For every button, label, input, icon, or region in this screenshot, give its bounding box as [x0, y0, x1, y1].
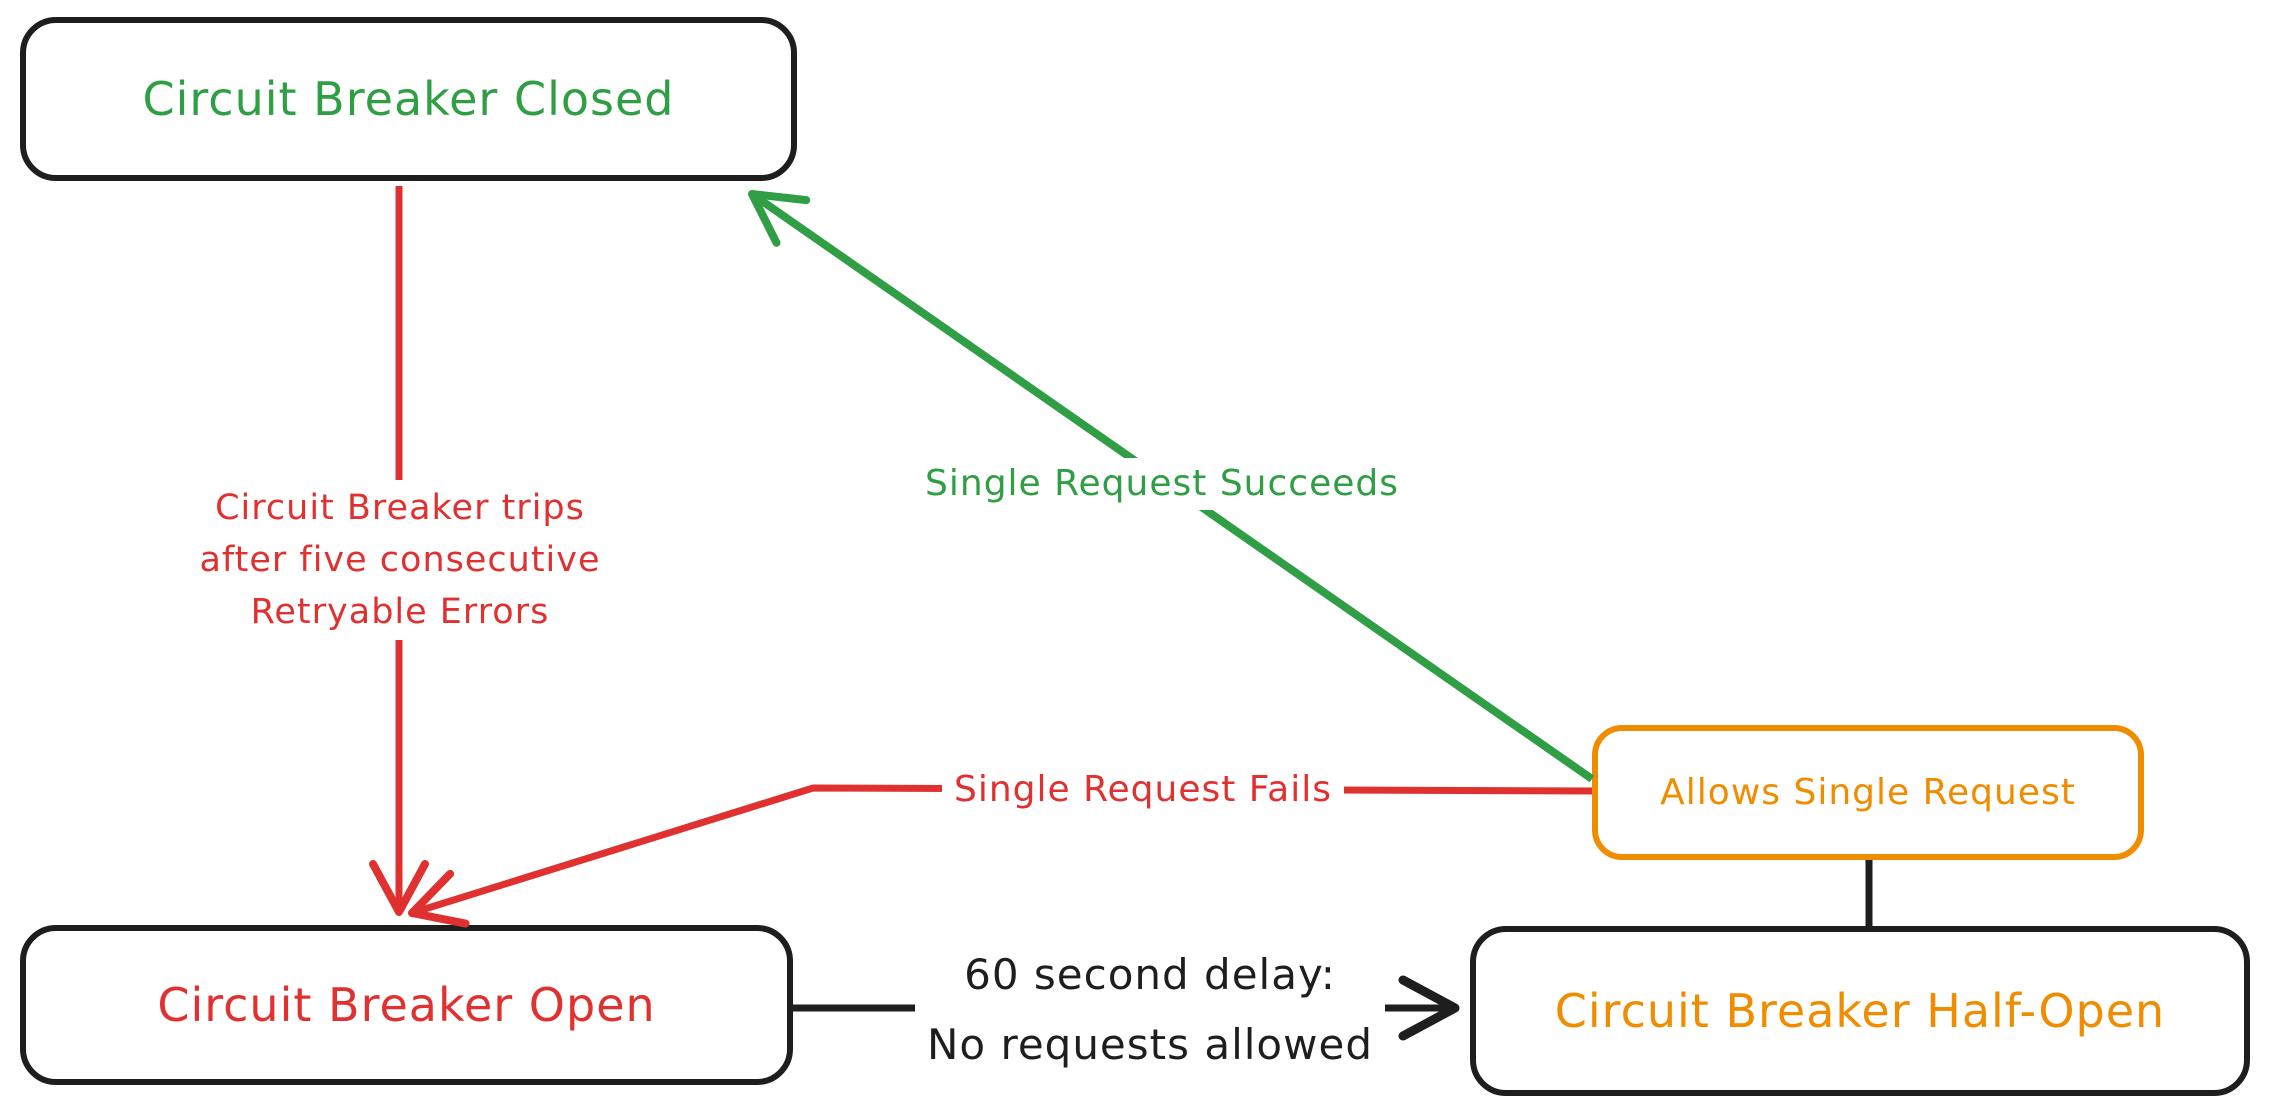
edge-label-fails: Single Request Fails	[941, 764, 1345, 816]
edge-label-delay: 60 second delay: No requests allowed	[915, 938, 1385, 1082]
edge-label-delay-line2: No requests allowed	[927, 1020, 1373, 1069]
edge-label-trip-line2: after five consecutive	[199, 540, 601, 580]
node-circuit-breaker-closed: Circuit Breaker Closed	[20, 17, 797, 181]
edge-label-succeeds-text: Single Request Succeeds	[925, 463, 1399, 504]
edge-label-succeeds: Single Request Succeeds	[913, 458, 1411, 510]
node-circuit-breaker-half-open: Circuit Breaker Half-Open	[1470, 926, 2250, 1096]
edge-label-fails-text: Single Request Fails	[953, 769, 1333, 810]
node-closed-label: Circuit Breaker Closed	[142, 72, 675, 126]
edge-label-trip-line1: Circuit Breaker trips	[215, 488, 585, 528]
node-allows-single-request: Allows Single Request	[1592, 725, 2144, 860]
edge-label-trip-line3: Retryable Errors	[250, 592, 550, 632]
node-allows-label: Allows Single Request	[1660, 772, 2076, 813]
edge-label-delay-line1: 60 second delay:	[964, 950, 1336, 999]
node-open-label: Circuit Breaker Open	[157, 978, 656, 1032]
edge-label-trip: Circuit Breaker trips after five consecu…	[187, 480, 613, 640]
node-circuit-breaker-open: Circuit Breaker Open	[20, 925, 793, 1085]
node-half-open-label: Circuit Breaker Half-Open	[1554, 984, 2166, 1038]
